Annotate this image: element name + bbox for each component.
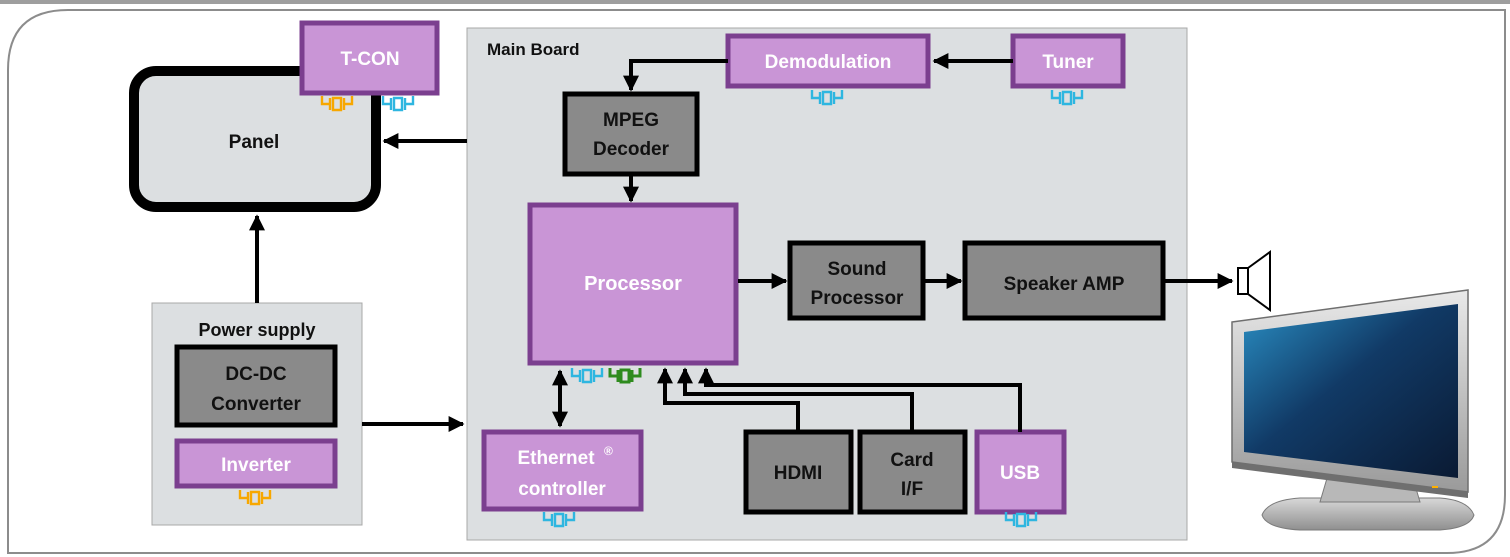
usb-label: USB <box>1000 463 1040 484</box>
ethernet-label-line2: controller <box>518 479 606 500</box>
mpeg-label-line1: MPEG <box>603 110 659 131</box>
arrow-demod-to-mpeg <box>623 59 728 92</box>
demodulation-label: Demodulation <box>765 52 892 73</box>
sound-label-line1: Sound <box>827 259 886 280</box>
sound-processor-box <box>787 240 926 321</box>
crystal-oscillator-icon <box>381 96 415 112</box>
dcdc-label-line2: Converter <box>211 394 301 415</box>
inverter-box <box>174 438 338 489</box>
card-label-line2: I/F <box>901 479 923 500</box>
arrow-hdmi-to-processor <box>657 367 800 432</box>
hdmi-box <box>743 429 854 515</box>
television-icon <box>1231 289 1475 531</box>
crystal-oscillator-icon <box>1050 90 1084 106</box>
ethernet-controller-box <box>481 429 644 512</box>
mpeg-decoder-box <box>562 91 700 177</box>
crystal-oscillator-icon <box>238 490 272 506</box>
hdmi-label: HDMI <box>774 463 823 484</box>
inverter-label: Inverter <box>221 455 291 476</box>
mpeg-label-line2: Decoder <box>593 139 670 160</box>
arrow-card-to-processor <box>677 367 914 432</box>
crystal-oscillator-icon <box>810 90 844 106</box>
card-if-box <box>857 429 968 515</box>
top-rule <box>0 0 1510 4</box>
sound-label-line2: Processor <box>811 288 905 309</box>
crystal-oscillator-icon <box>1004 512 1038 528</box>
main-board-label: Main Board <box>487 40 580 59</box>
dcdc-box <box>174 344 338 428</box>
crystal-oscillator-icon <box>608 368 642 384</box>
arrow-usb-to-processor <box>698 367 1022 432</box>
crystal-oscillator-icon <box>542 512 576 528</box>
arrows <box>249 53 1234 432</box>
ethernet-label-line1: Ethernet <box>517 448 595 469</box>
speaker-amp-box <box>962 240 1166 321</box>
dcdc-label-line1: DC-DC <box>225 364 286 385</box>
usb-box <box>974 429 1067 515</box>
card-label-line1: Card <box>890 450 933 471</box>
tuner-label: Tuner <box>1042 52 1094 73</box>
crystal-oscillator-icon <box>320 96 354 112</box>
panel-box <box>129 66 381 212</box>
speaker-amp-label: Speaker AMP <box>1004 274 1125 295</box>
power-supply-label: Power supply <box>198 320 315 340</box>
crystal-oscillator-icon <box>570 368 604 384</box>
processor-box <box>527 202 739 366</box>
processor-label: Processor <box>584 273 682 295</box>
tcon-box <box>299 20 440 96</box>
panel-label: Panel <box>229 132 280 153</box>
ethernet-registered-mark: ® <box>604 444 613 458</box>
speaker-icon <box>1237 250 1271 312</box>
tcon-label: T-CON <box>340 49 399 70</box>
